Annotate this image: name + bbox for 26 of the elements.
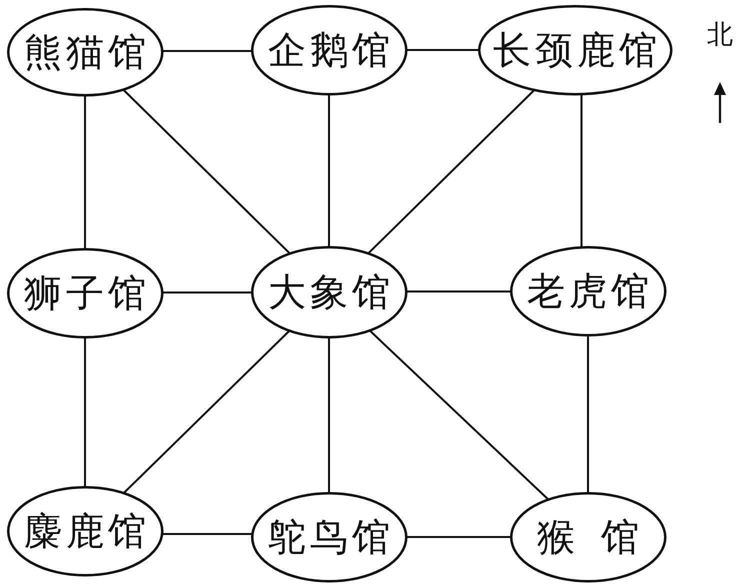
hall-oval: 长颈鹿馆 — [478, 4, 672, 96]
connector-line — [84, 95, 86, 249]
connector-line — [162, 50, 252, 52]
hall-oval: 企鹅馆 — [250, 4, 408, 96]
connector-line — [162, 533, 252, 535]
connector-line — [328, 337, 330, 493]
hall-oval: 大象馆 — [250, 246, 408, 338]
connector-line — [406, 536, 511, 538]
hall-oval: 狮子馆 — [6, 248, 164, 338]
hall-oval: 麋鹿馆 — [6, 486, 164, 576]
hall-oval: 老虎馆 — [510, 246, 666, 336]
connector-line — [123, 330, 290, 494]
connector-line — [162, 292, 252, 294]
connector-line — [580, 94, 582, 248]
north-label: 北 — [707, 22, 733, 48]
connector-line — [406, 290, 511, 292]
hall-oval: 猴馆 — [510, 492, 666, 582]
connector-line — [328, 94, 330, 247]
connector-line — [368, 89, 536, 254]
connector-line — [84, 337, 86, 487]
connector-line — [587, 335, 589, 493]
connector-line — [406, 49, 479, 51]
connector-line — [368, 330, 549, 500]
connector-line — [122, 88, 290, 254]
hall-oval: 鸵鸟馆 — [250, 492, 408, 582]
hall-oval: 熊猫馆 — [6, 8, 164, 96]
